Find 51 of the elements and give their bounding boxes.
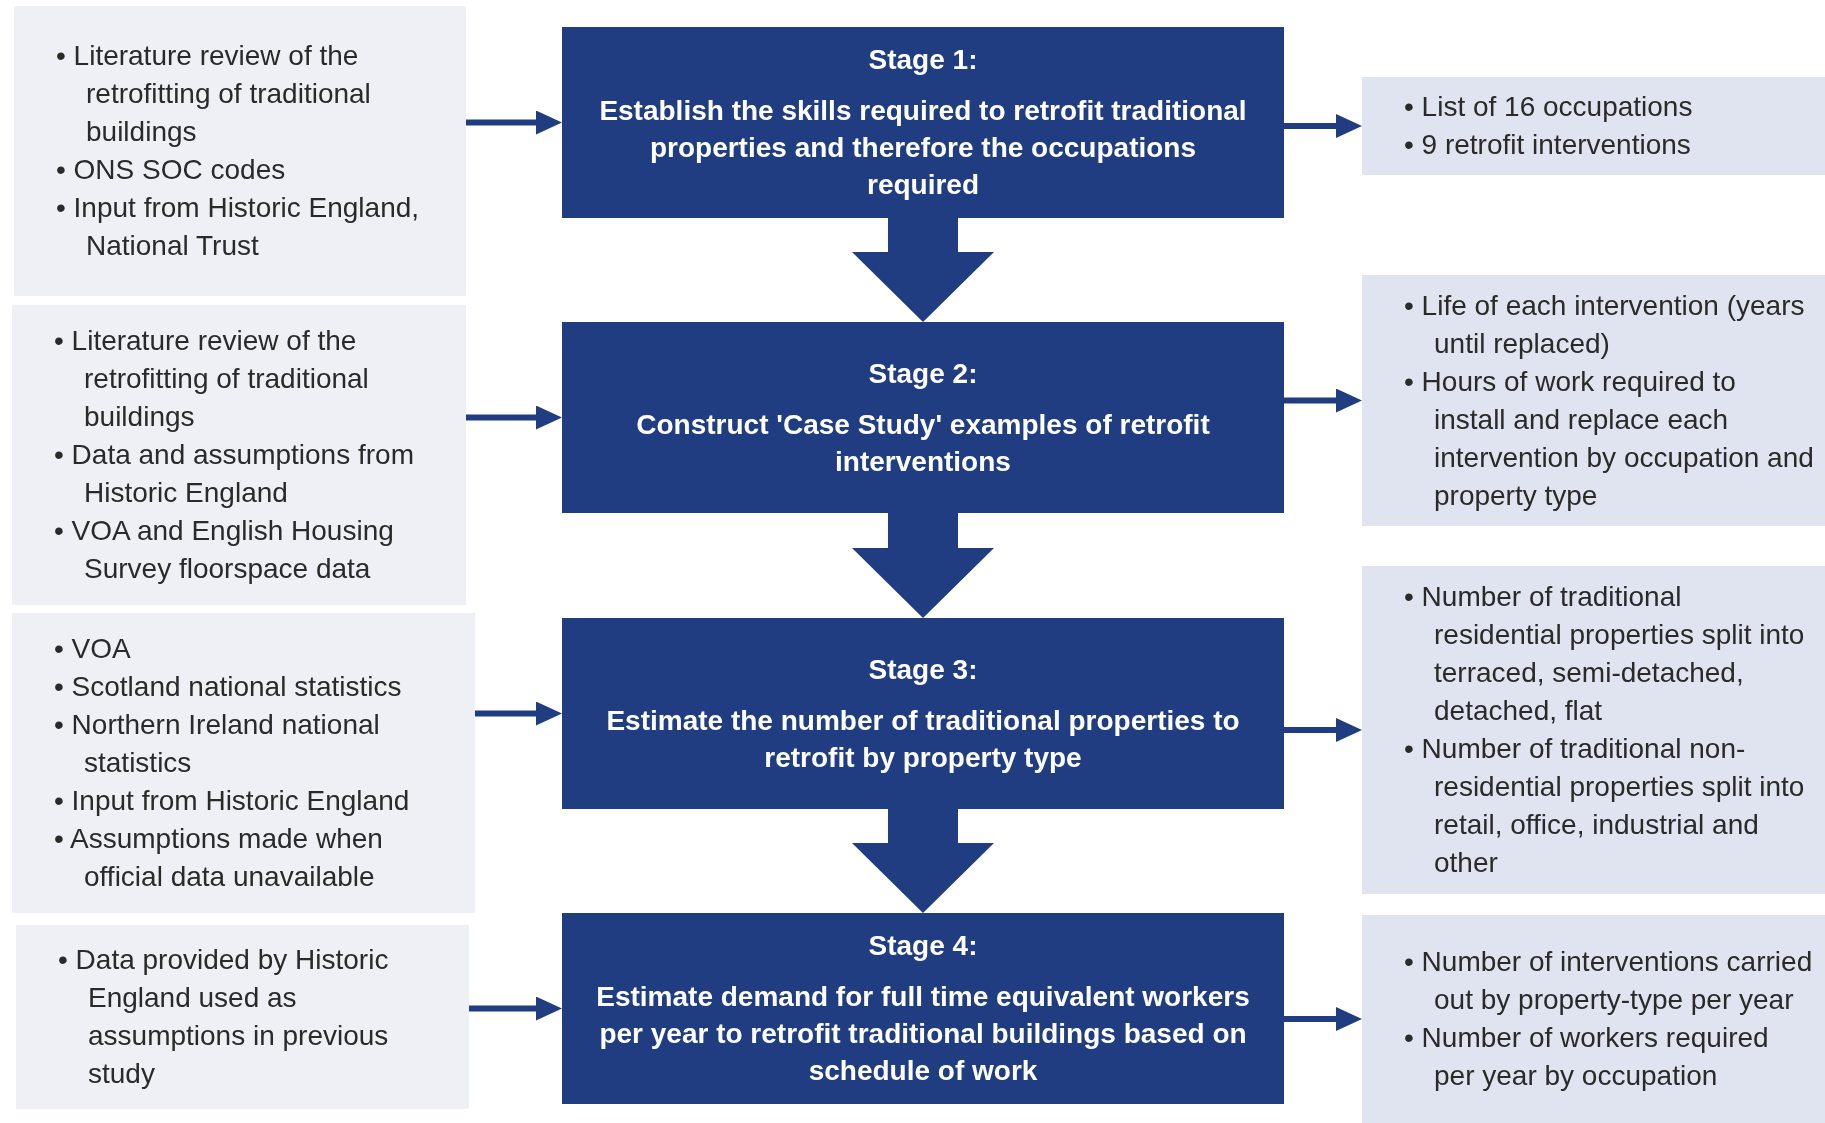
bullet-item: • Data and assumptions from Historic England — [53, 438, 415, 510]
bullet-item: • ONS SOC codes — [55, 153, 287, 187]
info-panel — [1362, 566, 1825, 894]
bullet-item: • VOA — [53, 632, 132, 666]
bullet-item: • Number of workers required per year by occupation — [1403, 1021, 1770, 1093]
arrow — [1284, 718, 1362, 742]
stage-heading: Stage 2: — [868, 356, 978, 391]
stage-box — [562, 618, 1284, 809]
bullet-item: • List of 16 occupations — [1403, 90, 1694, 124]
info-panel — [16, 925, 469, 1109]
arrow — [1284, 1007, 1362, 1031]
bullet-item: • 9 retrofit interventions — [1403, 128, 1692, 162]
block-arrow — [852, 218, 994, 322]
stage-description: Estimate the number of traditional properties to retrofit by property type — [605, 703, 1241, 775]
bullet-item: • Data provided by Historic England used as assumptions in previous study — [57, 943, 390, 1091]
bullet-item: • Life of each intervention (years until replaced) — [1403, 288, 1806, 361]
bullet-item: • Input from Historic England — [53, 784, 411, 818]
bullet-item: • Input from Historic England, National Trust — [55, 191, 421, 263]
bullet-item: • Number of traditional non-residential properties split into retail, office, industrial and other — [1403, 732, 1806, 880]
stage-description: Establish the skills required to retrofit traditional properties and therefore the occupations required — [598, 94, 1248, 202]
info-panel — [1362, 77, 1825, 175]
stage-box — [562, 27, 1284, 218]
bullet-item: • Scotland national statistics — [53, 670, 403, 704]
info-panel — [1362, 915, 1825, 1123]
stage-description: Estimate demand for full time equivalent workers per year to retrofit traditional buildings based on schedule of work — [595, 980, 1251, 1088]
bullet-item: • Number of traditional residential properties split into terraced, semi-detached, detached, flat — [1403, 580, 1806, 728]
info-panel — [14, 6, 466, 296]
arrow — [469, 996, 562, 1021]
bullet-item: • Literature review of the retrofitting of traditional buildings — [53, 324, 370, 434]
block-arrow — [852, 809, 994, 913]
stage-heading: Stage 1: — [868, 43, 978, 77]
stage-heading: Stage 3: — [868, 652, 978, 687]
bullet-item: • Number of interventions carried out by property-type per year — [1403, 945, 1814, 1017]
bullet-item: • Northern Ireland national statistics — [53, 708, 381, 780]
arrow — [475, 701, 562, 726]
bullet-item: • VOA and English Housing Survey floorspace data — [53, 514, 395, 586]
bullet-item: • Assumptions made when official data unavailable — [53, 822, 384, 894]
stage-box — [562, 322, 1284, 513]
stage-box — [562, 913, 1284, 1104]
block-arrow — [852, 513, 994, 618]
info-panel — [12, 613, 475, 913]
info-panel — [1362, 275, 1825, 526]
arrow — [1284, 114, 1362, 138]
bullet-item: • Hours of work required to install and replace each intervention by occupation and property type — [1403, 364, 1815, 513]
stage-heading: Stage 4: — [868, 929, 978, 963]
arrow — [466, 405, 562, 430]
arrow — [1284, 388, 1362, 413]
stage-description: Construct 'Case Study' examples of retrofit interventions — [635, 407, 1211, 479]
info-panel — [12, 305, 466, 605]
arrow — [466, 110, 562, 135]
bullet-item: • Literature review of the retrofitting of traditional buildings — [55, 39, 372, 149]
